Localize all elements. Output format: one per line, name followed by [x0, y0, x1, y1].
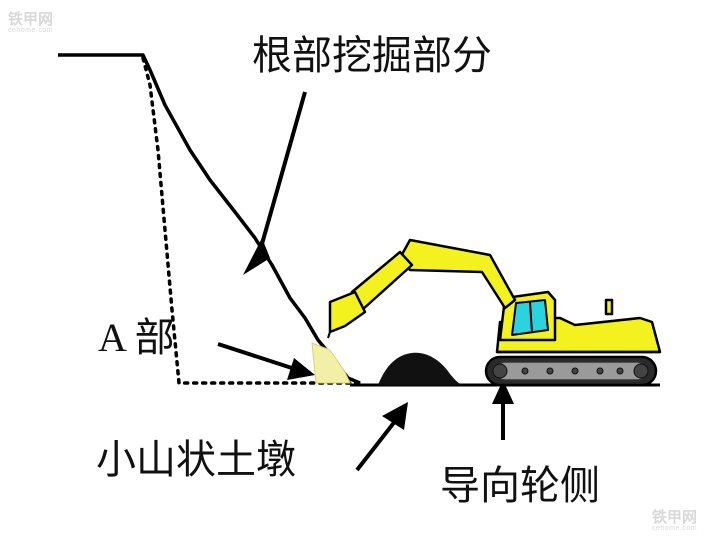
part-a-soil-area [311, 342, 351, 384]
small-mound-shape [378, 352, 462, 385]
watermark-site-bottom: cehome.com [652, 525, 698, 532]
cab-window-divider [529, 301, 533, 334]
arrow-small-mound-head [382, 402, 408, 430]
label-root-excavation: 根部挖掘部分 [252, 33, 492, 79]
watermark-name: 铁甲网 [8, 11, 54, 28]
label-small-mound: 小山状土墩 [96, 437, 296, 483]
planned-slope-dotted-line [141, 56, 362, 385]
watermark-name-bottom: 铁甲网 [652, 509, 698, 526]
label-part-a: A 部 [98, 315, 175, 360]
arrow-root-excavation-shaft [256, 91, 307, 259]
track-rollers [492, 363, 649, 379]
arrow-small-mound-shaft [355, 418, 398, 472]
excavator-bucket [328, 290, 367, 334]
watermark-site: cehome.com [8, 27, 54, 34]
excavator-exhaust [604, 298, 614, 316]
arrow-guide-wheel-head [492, 380, 514, 404]
excavator-boom [398, 238, 517, 310]
label-guide-wheel-side: 导向轮侧 [440, 463, 600, 509]
arrow-part-a-shaft [217, 342, 299, 372]
excavator [327, 238, 662, 387]
bucket-teeth [327, 331, 331, 339]
arrow-root-excavation-head [243, 238, 270, 275]
arrow-part-a-head [287, 358, 315, 380]
watermark-top-left: 铁甲网 cehome.com [8, 12, 53, 34]
watermark-bottom-right: 铁甲网 cehome.com [652, 510, 697, 532]
